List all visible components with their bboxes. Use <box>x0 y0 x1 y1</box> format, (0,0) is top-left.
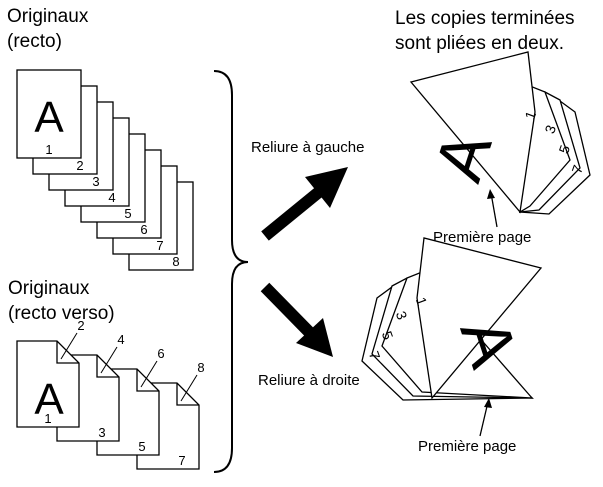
back-number-pointer <box>100 346 118 374</box>
folded-corner <box>56 341 79 364</box>
booklet-cover <box>416 237 543 400</box>
back-number-pointer <box>180 374 198 402</box>
page-number: 3 <box>92 174 99 189</box>
folded-corner <box>136 369 159 392</box>
back-number-pointer <box>140 360 158 388</box>
first-page-label-bottom: Première page <box>418 438 517 455</box>
originals-simplex-title-line2: (recto) <box>7 31 62 52</box>
duplex-originals-stack: 8 7 6 5 4 3 2 1A <box>16 318 205 470</box>
grouping-brace <box>213 70 249 473</box>
originals-duplex-title-line1: Originaux <box>8 278 90 299</box>
first-page-pointer-bottom-head <box>484 398 492 408</box>
first-page-pointer-top-head <box>487 189 495 199</box>
front-page-number: 3 <box>98 425 105 440</box>
cover-letter-a: A <box>34 375 64 424</box>
front-page-number: 7 <box>178 453 185 468</box>
back-number-pointer <box>60 332 78 360</box>
first-page-pointer-top <box>490 192 498 228</box>
page-number: 8 <box>172 254 179 269</box>
back-page-number: 8 <box>197 360 204 375</box>
cover-letter-a: A <box>34 93 64 142</box>
originals-simplex-title-line1: Originaux <box>7 6 89 27</box>
first-page-label-top: Première page <box>433 229 532 246</box>
right-binding-label: Reliure à droite <box>258 372 360 389</box>
back-page-number: 2 <box>77 318 84 333</box>
page-number: 5 <box>124 206 131 221</box>
page-number: 4 <box>108 190 115 205</box>
folded-corner <box>96 355 119 378</box>
page-number: 6 <box>140 222 147 237</box>
booklet-cover <box>409 51 536 214</box>
first-page-pointer-bottom <box>479 401 489 437</box>
folded-corner <box>176 383 199 406</box>
finished-copies-title-line2: sont pliées en deux. <box>395 33 565 54</box>
page-number: 2 <box>76 158 83 173</box>
originals-duplex-title-line2: (recto verso) <box>8 303 115 324</box>
back-page-number: 6 <box>157 346 164 361</box>
page-number: 7 <box>156 238 163 253</box>
front-page-number: 5 <box>138 439 145 454</box>
page-number: 1 <box>45 142 52 157</box>
front-page-number: 1 <box>44 411 51 426</box>
arrow-to-left-binding <box>261 167 348 241</box>
arrow-to-right-binding <box>260 282 333 357</box>
finished-copies-title-line1: Les copies terminées <box>395 8 575 29</box>
back-page-number: 4 <box>117 332 124 347</box>
simplex-original-page <box>16 69 82 159</box>
left-binding-label: Reliure à gauche <box>251 139 365 156</box>
